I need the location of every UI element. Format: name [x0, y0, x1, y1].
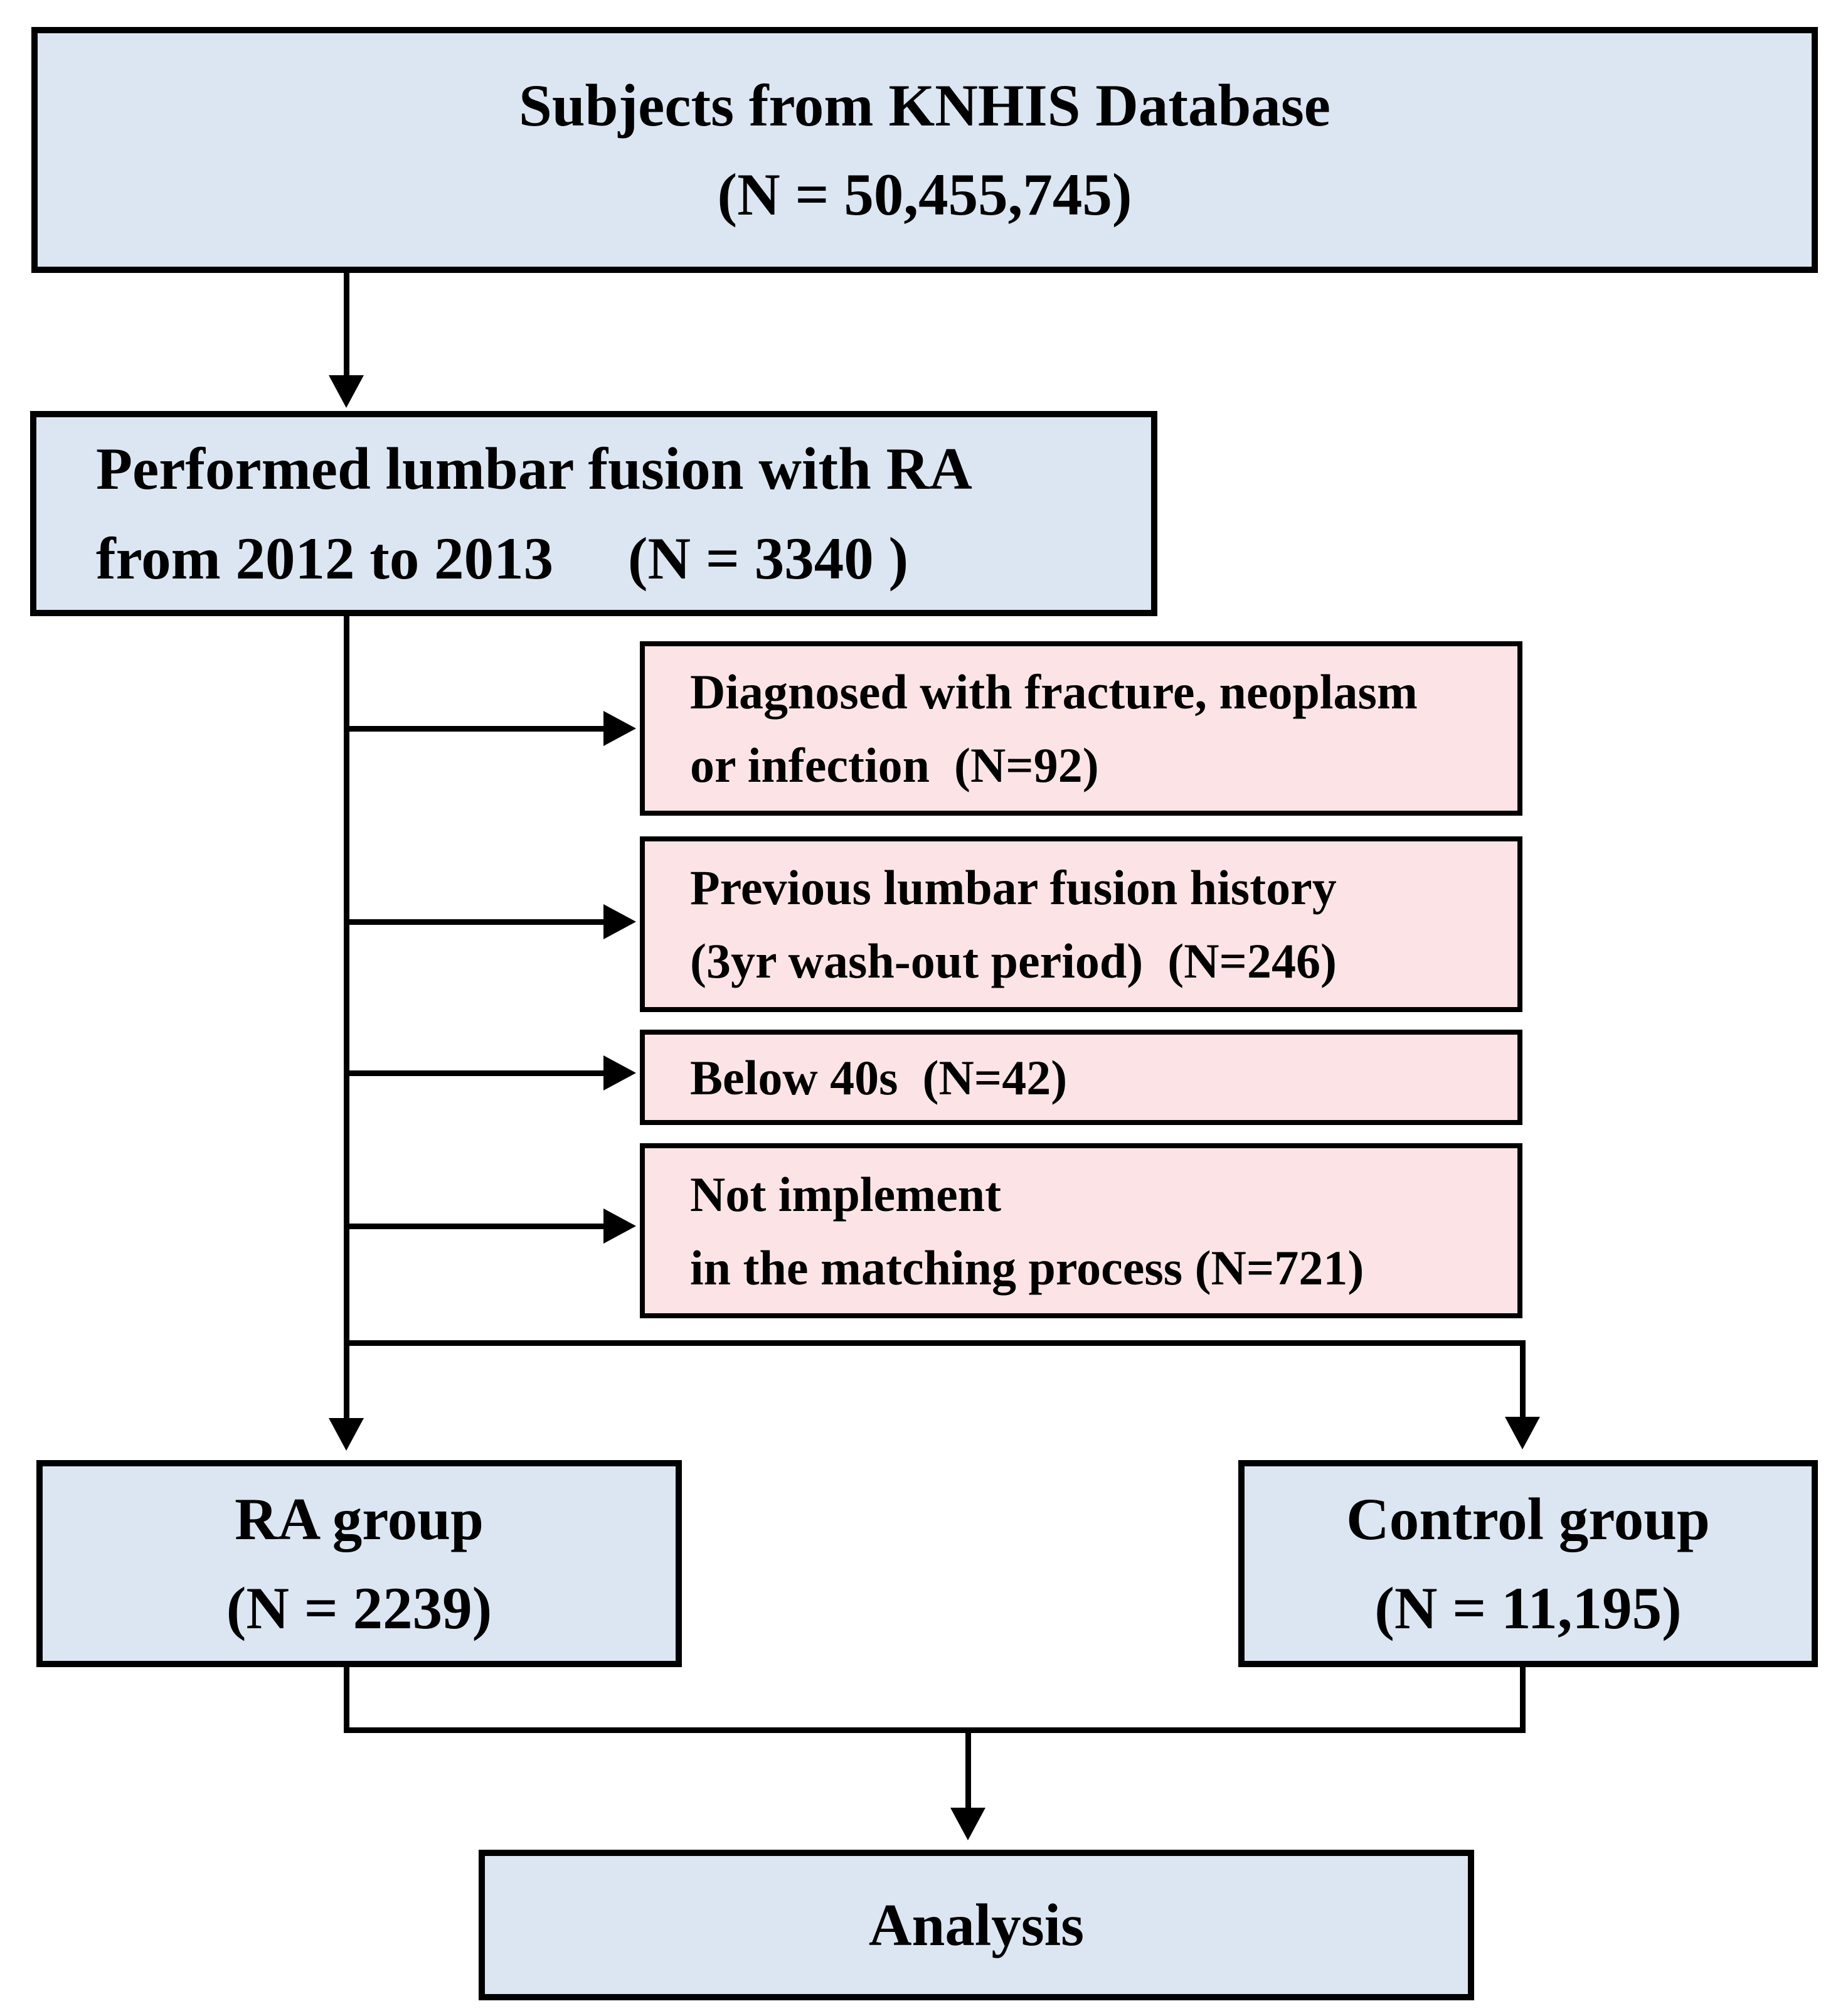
connector-merge-to-analysis — [965, 1727, 971, 1809]
arrowhead-exclusion-1-icon — [603, 711, 636, 746]
connector-split-to-control — [344, 1340, 1526, 1346]
source-population-box: Subjects from KNHIS Database (N = 50,455… — [31, 27, 1818, 273]
connector-ra-down — [344, 1667, 349, 1733]
arrowhead-exclusion-3-icon — [603, 1055, 636, 1091]
connector-exclusion-4 — [349, 1224, 603, 1229]
exclusion-box-2: Previous lumbar fusion history (3yr wash… — [640, 836, 1522, 1012]
exclusion-2-line1: Previous lumbar fusion history — [690, 860, 1337, 915]
control-group-box: Control group (N = 11,195) — [1238, 1460, 1818, 1667]
arrowhead-into-cohort-icon — [329, 375, 364, 408]
ra-group-label: RA group — [235, 1485, 484, 1552]
analysis-label: Analysis — [868, 1891, 1085, 1958]
source-population-count: (N = 50,455,745) — [717, 161, 1132, 228]
exclusion-3-line1: Below 40s (N=42) — [690, 1050, 1068, 1105]
connector-exclusion-1 — [349, 726, 603, 732]
exclusion-1-line2: or infection (N=92) — [690, 738, 1099, 792]
exclusion-4-line1: Not implement — [690, 1166, 1002, 1222]
connector-control-down — [1520, 1667, 1526, 1733]
exclusion-2-line2: (3yr wash-out period) (N=246) — [690, 934, 1337, 988]
control-group-label: Control group — [1346, 1485, 1710, 1552]
cohort-line2: from 2012 to 2013 (N = 3340 ) — [96, 525, 909, 592]
source-population-title: Subjects from KNHIS Database — [519, 72, 1330, 139]
arrowhead-into-control-group-icon — [1505, 1417, 1540, 1449]
exclusion-box-1: Diagnosed with fracture, neoplasm or inf… — [640, 641, 1522, 816]
arrowhead-into-ra-group-icon — [329, 1418, 364, 1451]
exclusion-box-4: Not implement in the matching process (N… — [640, 1143, 1522, 1318]
connector-merge — [344, 1727, 1526, 1733]
arrowhead-into-analysis-icon — [950, 1808, 985, 1840]
connector-exclusion-3 — [349, 1070, 603, 1076]
connector-control-drop — [1520, 1340, 1526, 1418]
exclusion-box-3: Below 40s (N=42) — [640, 1030, 1522, 1125]
arrowhead-exclusion-4-icon — [603, 1208, 636, 1244]
connector-exclusion-2 — [349, 919, 603, 925]
cohort-box: Performed lumbar fusion with RA from 201… — [30, 411, 1157, 616]
exclusion-1-line1: Diagnosed with fracture, neoplasm — [690, 664, 1418, 719]
control-group-count: (N = 11,195) — [1374, 1575, 1682, 1641]
analysis-box: Analysis — [479, 1850, 1474, 2000]
arrowhead-exclusion-2-icon — [603, 904, 636, 939]
cohort-line1: Performed lumbar fusion with RA — [96, 435, 972, 502]
connector-source-to-cohort — [344, 273, 349, 376]
connector-trunk — [344, 616, 349, 1421]
exclusion-4-line2: in the matching process (N=721) — [690, 1240, 1364, 1295]
ra-group-box: RA group (N = 2239) — [36, 1460, 682, 1667]
ra-group-count: (N = 2239) — [226, 1575, 492, 1641]
